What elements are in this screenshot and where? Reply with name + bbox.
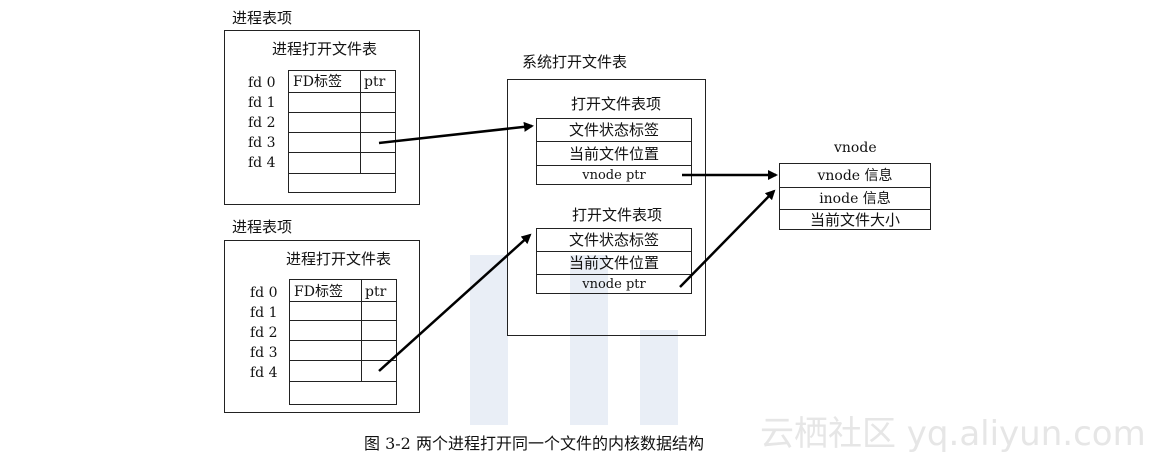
sys-entry1-row-position: 当前文件位置: [568, 145, 659, 163]
vnode-box: [779, 163, 931, 230]
figure-caption: 图 3-2 两个进程打开同一个文件的内核数据结构: [364, 434, 704, 453]
proc1-col-ptr: ptr: [364, 74, 386, 90]
proc2-fd-table: [289, 279, 397, 405]
sys-entry1-row-status: 文件状态标签: [568, 121, 659, 139]
proc1-entry-box: [224, 30, 420, 205]
vnode-row-file-size: 当前文件大小: [809, 211, 900, 229]
sys-title: 系统打开文件表: [522, 53, 628, 71]
sys-entry2-title: 打开文件表项: [572, 206, 663, 224]
proc1-subtitle: 进程打开文件表: [272, 40, 378, 58]
proc1-title: 进程表项: [232, 9, 293, 27]
proc2-col-fd: FD标签: [294, 284, 343, 300]
proc2-col-ptr: ptr: [365, 284, 387, 300]
proc2-fd4: fd 4: [250, 365, 278, 381]
proc2-fd1: fd 1: [250, 305, 278, 321]
vnode-row-vnode-info: vnode 信息: [817, 168, 893, 184]
proc2-title: 进程表项: [232, 218, 293, 236]
sys-entry2-row-status: 文件状态标签: [568, 231, 659, 249]
sys-entry1-row-vnode-ptr: vnode ptr: [582, 168, 646, 183]
arrow-proc2-fd4-to-entry2: [378, 233, 532, 372]
proc2-subtitle: 进程打开文件表: [286, 250, 392, 268]
sys-entry2-row-vnode-ptr: vnode ptr: [582, 277, 646, 292]
sys-entry1-title: 打开文件表项: [571, 95, 662, 113]
proc2-fd3: fd 3: [250, 345, 278, 361]
sys-entry2-box: [536, 228, 692, 294]
proc2-fd0: fd 0: [250, 285, 278, 301]
proc1-fd0: fd 0: [248, 75, 276, 91]
proc1-fd3: fd 3: [248, 135, 276, 151]
watermark-text: 云栖社区 yq.aliyun.com: [760, 414, 1146, 454]
proc1-fd-table: [288, 70, 396, 193]
sys-entry1-box: [536, 118, 692, 185]
sys-entry2-row-position: 当前文件位置: [568, 254, 659, 272]
proc1-fd1: fd 1: [248, 95, 276, 111]
vnode-title: vnode: [834, 140, 877, 156]
proc1-fd2: fd 2: [248, 115, 276, 131]
proc1-col-fd: FD标签: [293, 74, 342, 90]
proc1-fd4: fd 4: [248, 155, 276, 171]
vnode-row-inode-info: inode 信息: [819, 191, 891, 207]
sys-table-box: [507, 79, 706, 336]
proc2-entry-box: [224, 240, 420, 413]
arrow-entry2-to-vnode: [679, 189, 776, 288]
proc2-fd2: fd 2: [250, 325, 278, 341]
arrow-proc1-fd3-to-entry1: [378, 121, 534, 145]
